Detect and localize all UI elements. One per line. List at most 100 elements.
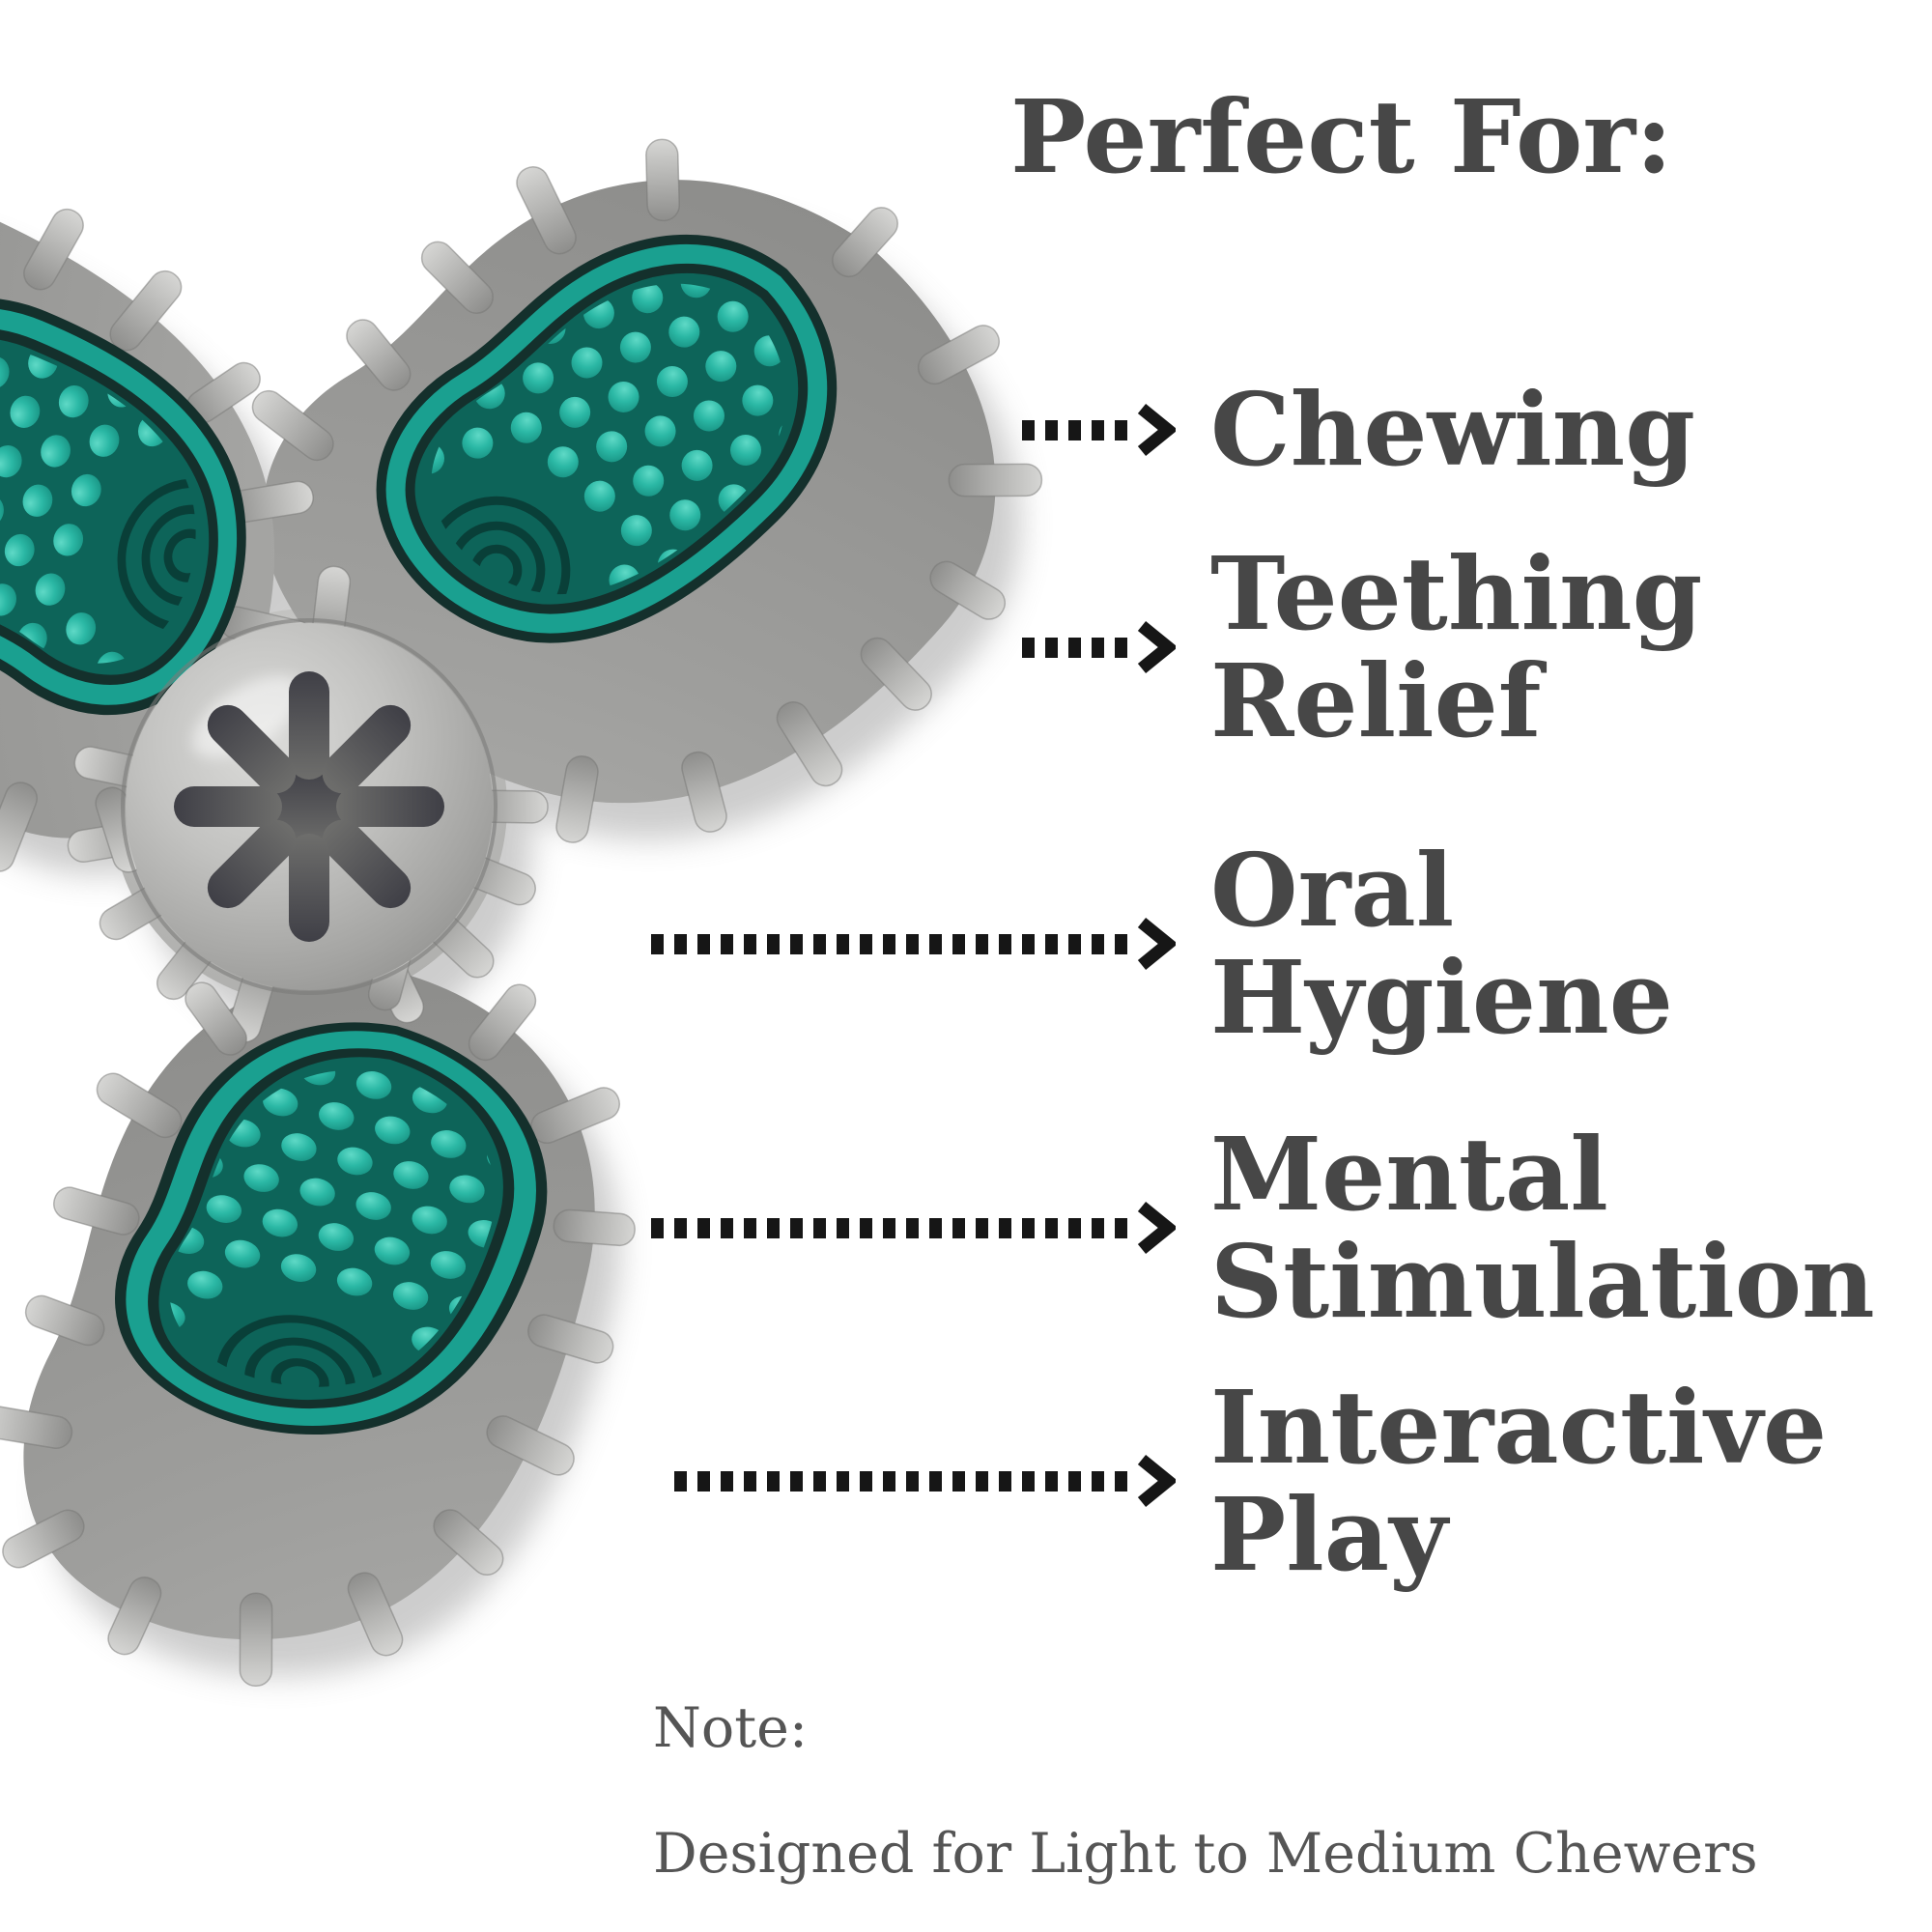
toy-pad bbox=[0, 298, 246, 716]
pad-nub bbox=[717, 300, 749, 332]
pad-nub bbox=[4, 533, 35, 567]
arrow-mental-stimulation bbox=[618, 1198, 1176, 1258]
rim-bump bbox=[251, 389, 334, 462]
cutout-petal bbox=[289, 834, 329, 942]
pad-nub bbox=[0, 445, 22, 478]
pad-nub bbox=[224, 1239, 261, 1268]
note-title: Note: bbox=[653, 1696, 809, 1760]
rim-bump bbox=[0, 781, 38, 872]
dotted-line bbox=[651, 1217, 1127, 1238]
rim-bump bbox=[516, 165, 577, 255]
pad-nub bbox=[620, 515, 652, 547]
arrow-chewing bbox=[618, 400, 1176, 460]
note-body: Designed for Light to Medium Chewers bbox=[653, 1822, 1758, 1886]
feature-item-teething-relief: Teething Relief bbox=[618, 533, 1702, 761]
pad-nub bbox=[336, 1267, 373, 1296]
arrowhead-icon bbox=[1137, 1201, 1176, 1255]
pad-nub bbox=[187, 1270, 223, 1299]
rim-bump bbox=[645, 138, 680, 222]
pad-nub bbox=[571, 347, 603, 379]
pad-nub bbox=[523, 362, 554, 394]
feature-label-teething-relief: Teething Relief bbox=[1210, 539, 1702, 760]
feature-label-oral-hygiene: Oral Hygiene bbox=[1210, 830, 1673, 1051]
pad-nub bbox=[243, 1164, 279, 1192]
pad-nub bbox=[22, 484, 53, 517]
cutout-petal bbox=[336, 786, 444, 827]
asterisk-cutout-icon bbox=[174, 671, 444, 942]
cutout-petal bbox=[322, 819, 412, 909]
pad-nub bbox=[430, 1251, 467, 1279]
feature-label-interactive-play: Interactive Play bbox=[1210, 1373, 1827, 1588]
pad-nub bbox=[71, 473, 101, 507]
pad-nub bbox=[669, 499, 701, 531]
pad-nub bbox=[547, 446, 579, 478]
pad-nub bbox=[510, 412, 542, 443]
feature-line: Stimulation bbox=[1210, 1222, 1875, 1341]
pad-nub bbox=[392, 1282, 429, 1310]
pad-nub bbox=[319, 1102, 355, 1130]
pad-nub bbox=[412, 1206, 447, 1235]
arrow-oral-hygiene bbox=[618, 914, 1176, 974]
cutout-petal bbox=[207, 704, 297, 794]
feature-line: Relief bbox=[1210, 641, 1542, 760]
dotted-line bbox=[1022, 637, 1127, 658]
pad-nub bbox=[318, 1223, 355, 1251]
rim-bump bbox=[832, 207, 898, 278]
feature-line: Chewing bbox=[1210, 370, 1695, 490]
product-photo bbox=[0, 138, 1043, 1687]
feature-label-chewing: Chewing bbox=[1210, 370, 1695, 490]
pad-nub bbox=[462, 427, 494, 459]
pad-nub bbox=[58, 385, 89, 418]
rim-bump bbox=[24, 1294, 105, 1347]
pad-nub bbox=[729, 434, 761, 466]
pad-nub bbox=[35, 573, 66, 606]
rim-bump bbox=[860, 637, 932, 711]
rim-bump bbox=[239, 1592, 273, 1687]
cutout-petal bbox=[289, 671, 329, 780]
pad-nub bbox=[280, 1254, 317, 1282]
pad-nub bbox=[355, 1071, 392, 1099]
pad-ring bbox=[126, 1031, 536, 1426]
rim-bump bbox=[2, 1509, 85, 1569]
rim-bump bbox=[929, 560, 1007, 620]
rim-bump bbox=[918, 325, 1000, 385]
pad-nub bbox=[393, 1161, 429, 1189]
pad-nub bbox=[299, 1178, 335, 1207]
toy-pad bbox=[376, 213, 838, 665]
feature-item-mental-stimulation: Mental Stimulation bbox=[618, 1111, 1875, 1345]
pad-nub bbox=[559, 396, 591, 428]
toy-pads bbox=[0, 213, 838, 1435]
pad-nub bbox=[693, 400, 724, 432]
pad-nub bbox=[583, 480, 615, 512]
rim-bump bbox=[185, 981, 247, 1056]
rim-bump bbox=[553, 1208, 636, 1247]
toy-pad bbox=[115, 1022, 548, 1435]
cutout-petal bbox=[322, 704, 412, 794]
feature-item-chewing: Chewing bbox=[618, 367, 1695, 493]
pad-nub bbox=[281, 1133, 317, 1161]
pad-nub bbox=[644, 415, 676, 447]
rim-bump bbox=[53, 1186, 140, 1236]
dome-rim bbox=[121, 618, 497, 995]
pad-nub bbox=[619, 331, 651, 363]
pad-nub bbox=[633, 465, 665, 497]
arrowhead-icon bbox=[1137, 620, 1176, 674]
rim-bump bbox=[527, 1314, 614, 1364]
dotted-line bbox=[651, 933, 1127, 954]
dotted-line bbox=[674, 1470, 1127, 1492]
pad-nub bbox=[337, 1147, 373, 1176]
rim-bump bbox=[420, 241, 494, 314]
feature-line: Oral bbox=[1210, 830, 1455, 950]
rim-bump bbox=[468, 983, 537, 1062]
feature-line: Mental bbox=[1210, 1114, 1608, 1234]
pad-nub bbox=[0, 356, 10, 389]
rim-bump bbox=[347, 1572, 404, 1657]
arrowhead-icon bbox=[1137, 917, 1176, 971]
pad-nub bbox=[41, 435, 71, 468]
rim-bump bbox=[107, 1577, 162, 1656]
pad-nub bbox=[355, 1192, 391, 1220]
pad-nub bbox=[449, 1175, 485, 1204]
page-title: Perfect For: bbox=[1010, 77, 1673, 196]
rim-bump bbox=[0, 1405, 73, 1449]
feature-label-mental-stimulation: Mental Stimulation bbox=[1210, 1114, 1875, 1341]
